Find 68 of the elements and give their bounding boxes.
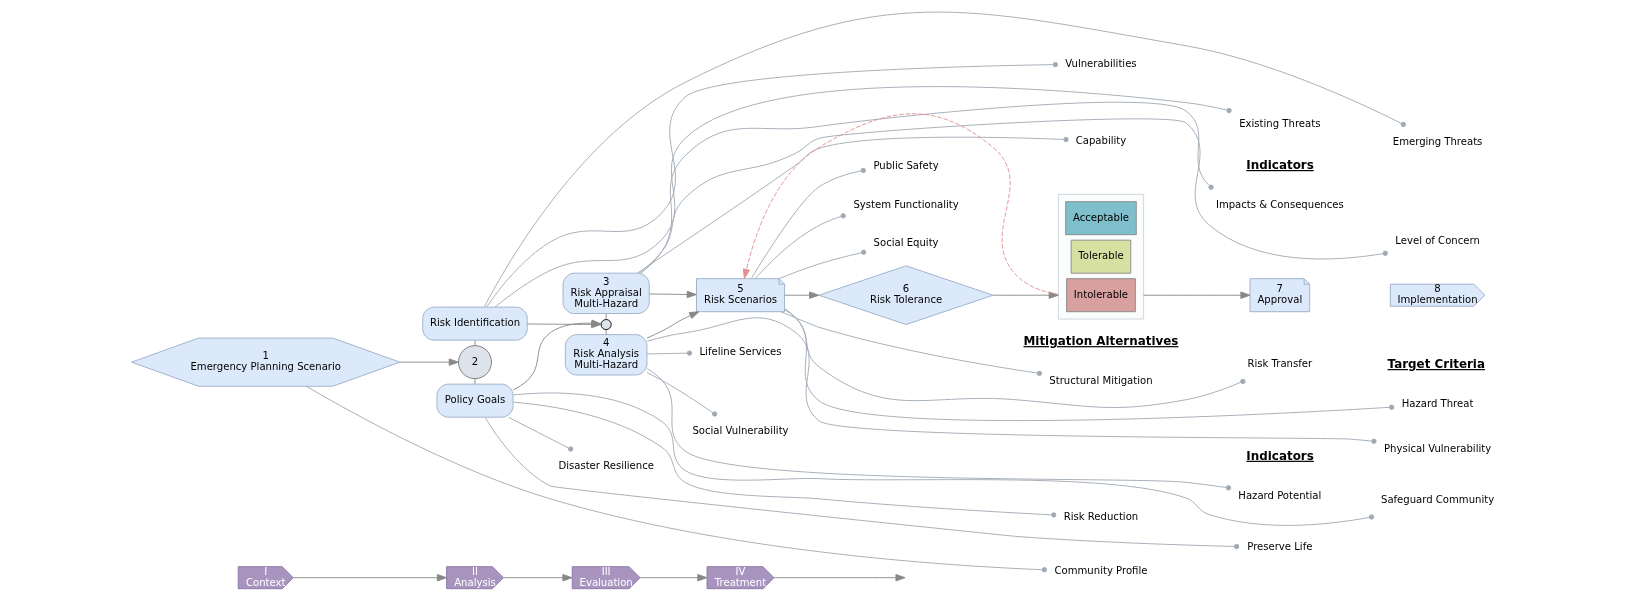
node-circle [600, 319, 612, 331]
node-text: Capability [1075, 134, 1126, 146]
node-diamond: 6 Risk Tolerance [818, 265, 994, 325]
connector [783, 308, 1394, 422]
label: Indicators [1245, 448, 1314, 463]
connector [750, 167, 866, 279]
node-text: Emerging Threats [1392, 135, 1482, 147]
label: Target Criteria [1387, 357, 1485, 372]
node-circle: 2 [457, 345, 492, 380]
node-text: Preserve Life [1246, 540, 1312, 552]
node-text: Risk Reduction [1063, 510, 1138, 522]
node-text: Hazard Threat [1401, 397, 1473, 409]
connector [754, 213, 846, 279]
node-box: Risk Identification [421, 306, 528, 341]
node-box: Intolerable [1065, 278, 1136, 313]
node-text: Hazard Potential [1237, 489, 1321, 501]
node-box: Tolerable [1070, 239, 1131, 274]
node-box: Acceptable [1064, 201, 1137, 236]
connector [646, 372, 717, 417]
node-text: Safeguard Community [1380, 494, 1494, 506]
connector [484, 417, 1239, 550]
connector [474, 340, 475, 347]
node-text: Vulnerabilities [1064, 57, 1137, 69]
node-text: Existing Threats [1238, 118, 1320, 130]
node-text: Disaster Resilience [557, 460, 654, 472]
node-text: System Functionality [852, 198, 959, 210]
cluster [1057, 193, 1144, 320]
connector [778, 249, 866, 280]
node-text: Social Equity [873, 237, 939, 249]
connector [646, 350, 692, 356]
node-text: Social Vulnerability [691, 425, 789, 437]
node-text: Physical Vulnerability [1383, 442, 1491, 454]
connector [646, 317, 1377, 444]
node-text: Risk Transfer [1247, 357, 1312, 369]
node-box: Policy Goals [435, 383, 513, 418]
connector [483, 11, 1406, 308]
node-text: Level of Concern [1394, 234, 1480, 246]
node-text: Impacts & Consequences [1215, 198, 1344, 210]
connector [512, 392, 1374, 526]
node-text: Lifeline Services [698, 345, 782, 357]
arrow [648, 290, 697, 299]
arrow [646, 311, 699, 339]
arrow [639, 574, 707, 582]
node-box: 4 Risk Analysis Multi-Hazard [564, 334, 647, 376]
connector [605, 313, 607, 320]
arrow [783, 291, 819, 299]
connector [512, 401, 1056, 518]
node-text: Structural Mitigation [1048, 374, 1153, 386]
connector [783, 309, 1245, 408]
connector [507, 416, 573, 452]
connector [305, 385, 1047, 573]
label: Indicators [1245, 157, 1314, 172]
node-box: 3 Risk Appraisal Multi-Hazard [562, 272, 650, 314]
label: Mitigation Alternatives [1022, 334, 1178, 349]
arrow [399, 358, 459, 366]
connector [605, 329, 607, 335]
arrow [773, 574, 906, 582]
arrow [742, 113, 1059, 295]
node-text: Public Safety [872, 160, 939, 172]
arrow [502, 574, 572, 582]
connector [646, 368, 1231, 491]
connector [474, 378, 475, 385]
connector [494, 86, 1232, 308]
connector [636, 136, 1069, 274]
arrow [292, 574, 447, 582]
arrow [1142, 291, 1250, 299]
node-text: Community Profile [1054, 564, 1147, 576]
connector [780, 311, 1042, 377]
